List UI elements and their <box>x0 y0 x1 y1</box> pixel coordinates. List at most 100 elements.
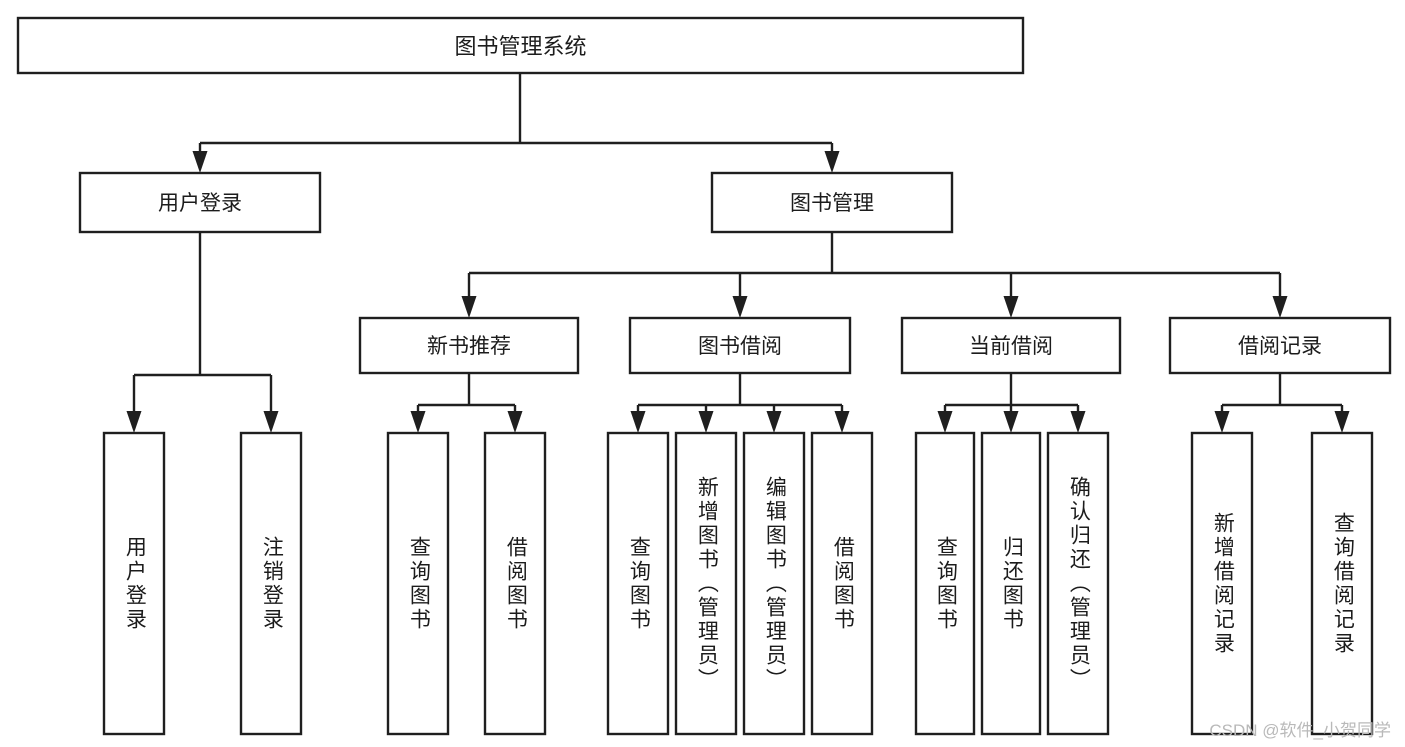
arrow-head-icon <box>824 151 840 173</box>
node-label: 编辑图书（管理员） <box>763 475 787 692</box>
arrow-head-icon <box>410 411 426 433</box>
node-user-login[interactable]: 用户登录 <box>78 171 322 234</box>
node-label-wrap: 注销登录 <box>260 535 284 632</box>
node-label-wrap: 新增借阅记录 <box>1211 511 1235 656</box>
arrow-head-icon <box>1334 411 1350 433</box>
node-label: 图书管理系统 <box>454 34 586 59</box>
node-leaf-confirm-return[interactable]: 确认归还（管理员） <box>1046 431 1110 736</box>
arrow-head-icon <box>732 296 748 318</box>
node-box[interactable] <box>810 431 874 736</box>
node-label: 归还图书 <box>1000 535 1024 632</box>
node-label-wrap: 借阅图书 <box>504 535 528 632</box>
arrow-head-icon <box>1214 411 1230 433</box>
node-leaf-add-record[interactable]: 新增借阅记录 <box>1190 431 1254 736</box>
node-new-book-recommend[interactable]: 新书推荐 <box>358 316 580 375</box>
node-borrow-record[interactable]: 借阅记录 <box>1168 316 1392 375</box>
node-label: 查询图书 <box>627 535 651 632</box>
node-box[interactable] <box>628 316 852 375</box>
node-label: 查询图书 <box>934 535 958 632</box>
node-label: 查询借阅记录 <box>1331 511 1355 656</box>
node-label: 新增图书（管理员） <box>695 475 719 692</box>
node-box[interactable] <box>358 316 580 375</box>
connector-group <box>1214 373 1350 433</box>
node-box[interactable] <box>900 316 1122 375</box>
node-label-wrap: 查询图书 <box>407 535 431 632</box>
node-leaf-return-book[interactable]: 归还图书 <box>980 431 1042 736</box>
node-label-wrap: 借阅图书 <box>831 535 855 632</box>
node-label: 注销登录 <box>260 535 284 632</box>
arrow-head-icon <box>192 151 208 173</box>
node-leaf-logout[interactable]: 注销登录 <box>239 431 303 736</box>
node-box[interactable] <box>78 171 322 234</box>
node-box[interactable] <box>483 431 547 736</box>
node-label: 新书推荐 <box>427 335 511 358</box>
node-label: 图书管理 <box>790 192 874 215</box>
node-leaf-query-book-borrow[interactable]: 查询图书 <box>606 431 670 736</box>
node-leaf-query-record[interactable]: 查询借阅记录 <box>1310 431 1374 736</box>
node-layer: 图书管理系统用户登录图书管理新书推荐图书借阅当前借阅借阅记录用户登录注销登录查询… <box>16 16 1392 736</box>
node-label-wrap: 编辑图书（管理员） <box>763 475 787 692</box>
node-box[interactable] <box>742 431 806 736</box>
node-box[interactable] <box>1190 431 1254 736</box>
node-box[interactable] <box>606 431 670 736</box>
node-leaf-borrow-book-recommend[interactable]: 借阅图书 <box>483 431 547 736</box>
node-box[interactable] <box>16 16 1025 75</box>
node-label: 图书借阅 <box>698 335 782 358</box>
arrow-head-icon <box>126 411 142 433</box>
node-leaf-user-login[interactable]: 用户登录 <box>102 431 166 736</box>
arrow-head-icon <box>834 411 850 433</box>
node-box[interactable] <box>1046 431 1110 736</box>
node-leaf-borrow-book[interactable]: 借阅图书 <box>810 431 874 736</box>
node-label: 当前借阅 <box>969 335 1053 358</box>
arrow-head-icon <box>507 411 523 433</box>
node-leaf-edit-book[interactable]: 编辑图书（管理员） <box>742 431 806 736</box>
node-box[interactable] <box>674 431 738 736</box>
node-box[interactable] <box>914 431 976 736</box>
connector-group <box>410 373 523 433</box>
node-label-wrap: 查询借阅记录 <box>1331 511 1355 656</box>
connector-group <box>192 73 840 173</box>
node-current-borrow[interactable]: 当前借阅 <box>900 316 1122 375</box>
node-box[interactable] <box>1310 431 1374 736</box>
node-leaf-query-book-current[interactable]: 查询图书 <box>914 431 976 736</box>
node-label: 查询图书 <box>407 535 431 632</box>
arrow-head-icon <box>263 411 279 433</box>
arrow-head-icon <box>1003 296 1019 318</box>
node-box[interactable] <box>1168 316 1392 375</box>
arrow-head-icon <box>698 411 714 433</box>
arrow-head-icon <box>461 296 477 318</box>
node-book-borrow[interactable]: 图书借阅 <box>628 316 852 375</box>
node-leaf-add-book[interactable]: 新增图书（管理员） <box>674 431 738 736</box>
node-book-manage[interactable]: 图书管理 <box>710 171 954 234</box>
node-label-wrap: 新增图书（管理员） <box>695 475 719 692</box>
connector-group <box>937 373 1086 433</box>
node-label: 新增借阅记录 <box>1211 511 1235 656</box>
node-label-wrap: 查询图书 <box>934 535 958 632</box>
node-box[interactable] <box>386 431 450 736</box>
node-box[interactable] <box>710 171 954 234</box>
node-label-wrap: 查询图书 <box>627 535 651 632</box>
connector-group <box>630 373 850 433</box>
node-label: 借阅记录 <box>1238 335 1322 358</box>
arrow-head-icon <box>766 411 782 433</box>
node-leaf-query-book-recommend[interactable]: 查询图书 <box>386 431 450 736</box>
node-box[interactable] <box>102 431 166 736</box>
connector-group <box>461 232 1288 318</box>
node-label: 用户登录 <box>123 535 147 632</box>
node-label-wrap: 用户登录 <box>123 535 147 632</box>
connector-layer <box>126 73 1350 433</box>
arrow-head-icon <box>1070 411 1086 433</box>
node-box[interactable] <box>239 431 303 736</box>
node-label: 确认归还（管理员） <box>1067 475 1091 692</box>
node-label-wrap: 归还图书 <box>1000 535 1024 632</box>
arrow-head-icon <box>937 411 953 433</box>
node-label: 借阅图书 <box>504 535 528 632</box>
arrow-head-icon <box>1003 411 1019 433</box>
node-box[interactable] <box>980 431 1042 736</box>
node-root[interactable]: 图书管理系统 <box>16 16 1025 75</box>
node-label: 借阅图书 <box>831 535 855 632</box>
connector-group <box>126 232 279 433</box>
arrow-head-icon <box>1272 296 1288 318</box>
